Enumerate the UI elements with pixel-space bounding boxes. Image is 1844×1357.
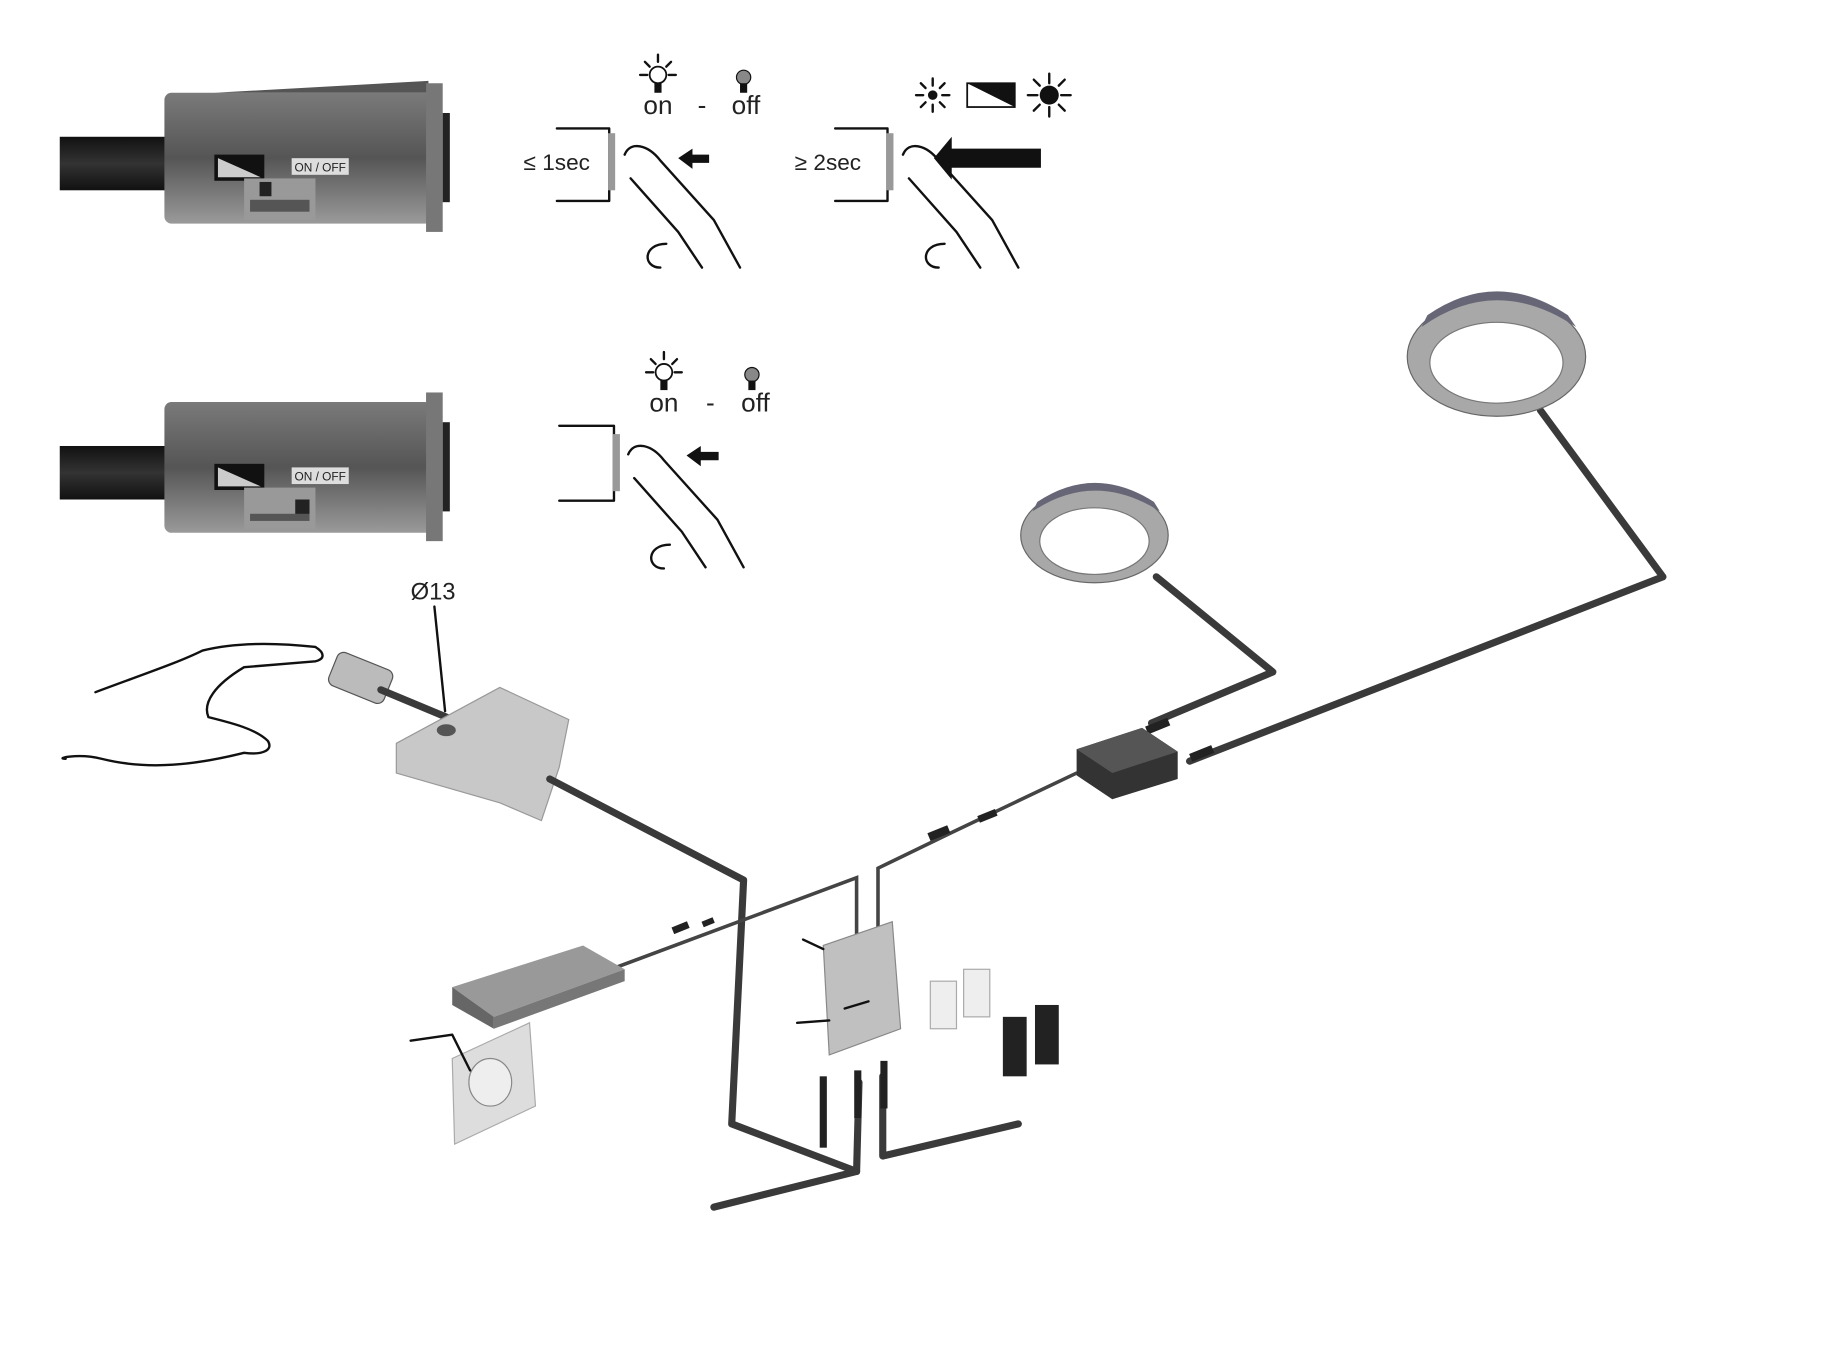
switch-label: ON / OFF (294, 469, 345, 483)
bulb-off-icon (744, 366, 760, 391)
svg-text:on: on (649, 388, 678, 418)
dimmer-symbol (214, 154, 265, 181)
bright-sun-icon (1026, 72, 1072, 118)
long-press-instruction: ≥ 2sec (795, 72, 1072, 269)
connectors (671, 717, 1215, 935)
hand-illustration (61, 642, 324, 767)
led-spotlight-small (1020, 482, 1169, 584)
dim-sun-icon (914, 77, 951, 113)
arrow-icon (933, 136, 1041, 180)
bulb-on-icon (644, 350, 683, 391)
wall-socket (409, 1021, 537, 1146)
push-switch-top: ON / OFF (59, 80, 450, 232)
power-driver (452, 945, 625, 1029)
junction-module (795, 920, 902, 1056)
dimmer-symbol (966, 82, 1016, 108)
dimmer-symbol (214, 463, 265, 490)
arrow-icon (686, 445, 719, 467)
short-press-instruction: on - off ≤ 1sec (524, 53, 761, 269)
svg-text:off: off (741, 388, 770, 418)
diameter-label: Ø13 (411, 578, 456, 605)
push-switch-bottom: ON / OFF (59, 392, 450, 542)
switch-label: ON / OFF (294, 160, 345, 174)
sensor-cable (546, 775, 861, 1176)
svg-text:-: - (698, 90, 707, 120)
arrow-icon (678, 148, 710, 169)
svg-text:-: - (706, 388, 715, 418)
distributor-box (1076, 727, 1178, 800)
bulb-off-icon (735, 69, 752, 93)
light-cable-large (1186, 406, 1667, 765)
svg-text:≥ 2sec: ≥ 2sec (795, 150, 861, 175)
svg-text:on: on (643, 90, 672, 120)
light-cable-small (1147, 573, 1277, 727)
led-spotlight-large (1406, 291, 1587, 417)
mounting-pads (929, 968, 1059, 1077)
sensor-switch: Ø13 (327, 578, 570, 822)
switch-mode-instruction: on - off (558, 350, 771, 570)
plug-pins (819, 1060, 888, 1148)
svg-text:off: off (732, 90, 761, 120)
svg-text:≤ 1sec: ≤ 1sec (524, 150, 590, 175)
bulb-on-icon (638, 53, 678, 93)
